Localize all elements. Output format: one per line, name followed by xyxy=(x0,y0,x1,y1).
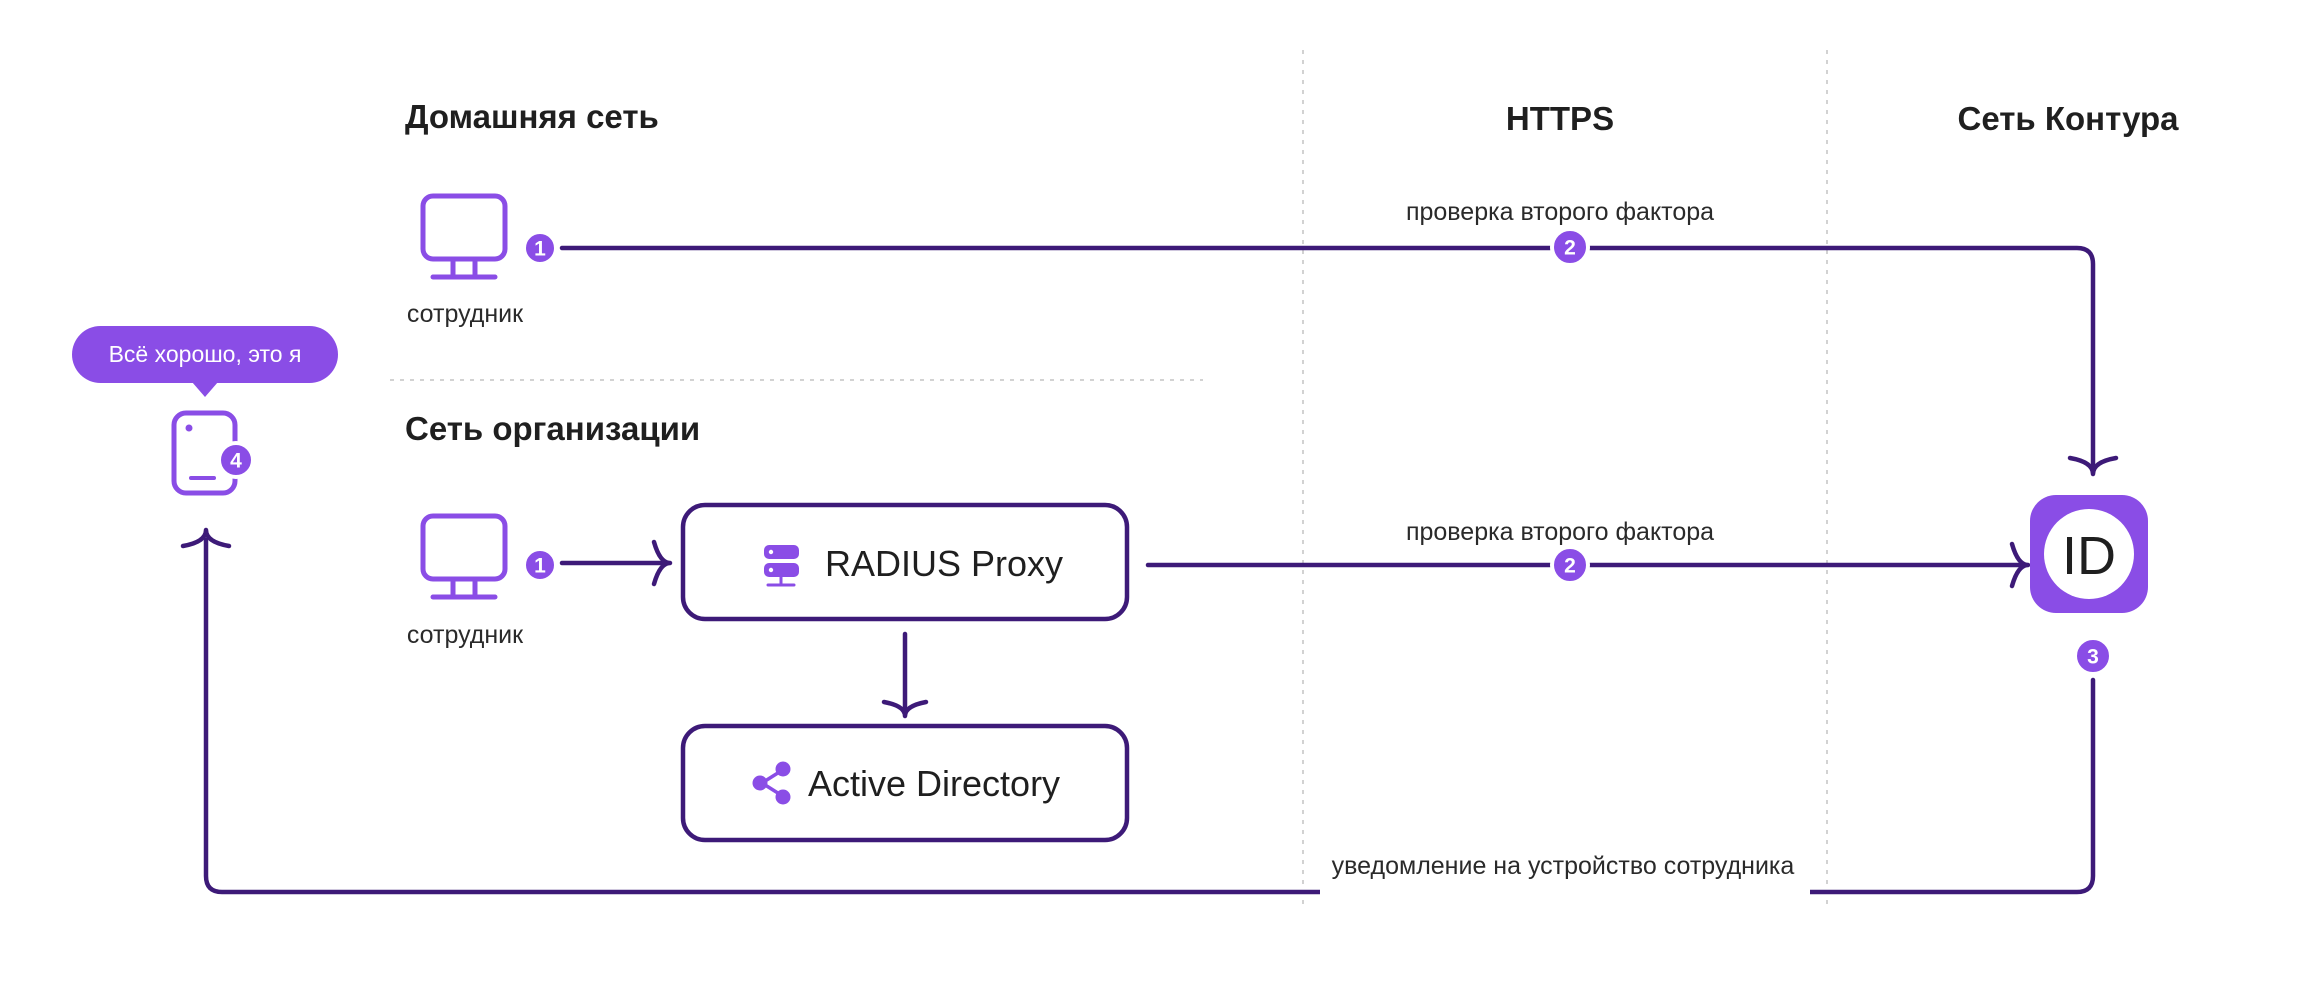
confirmation-bubble-text: Всё хорошо, это я xyxy=(109,341,302,367)
arrowhead-up-device xyxy=(180,527,232,549)
svg-text:2: 2 xyxy=(1564,237,1576,260)
zone-title-org: Сеть организации xyxy=(405,410,700,447)
share-icon xyxy=(752,761,791,805)
edge-label-home-check: проверка второго фактора xyxy=(1406,198,1714,226)
zone-title-https: HTTPS xyxy=(1506,100,1614,137)
step-badge-home-1: 1 xyxy=(523,231,557,265)
step-badge-home-2: 2 xyxy=(1550,227,1590,267)
edge-label-notification: уведомление на устройство сотрудника xyxy=(1332,852,1795,880)
step-badge-device-4: 4 xyxy=(217,441,255,479)
active-directory-box xyxy=(680,723,1130,843)
svg-text:1: 1 xyxy=(534,238,546,261)
edge-label-org-check: проверка второго фактора xyxy=(1406,518,1714,546)
monitor-icon xyxy=(420,193,508,280)
arrowhead-right-kontur xyxy=(2009,541,2031,589)
edge-label-notification-backing xyxy=(1320,858,1810,898)
radius-proxy-box xyxy=(680,502,1130,622)
server-icon xyxy=(764,545,799,587)
arrowhead-down-kontur xyxy=(2067,455,2119,477)
flow-home-to-kontur xyxy=(559,245,2096,473)
zone-title-kontur: Сеть Контура xyxy=(1957,100,2179,137)
arrowhead-right-radius xyxy=(651,539,673,587)
flow-kontur-to-device xyxy=(203,537,2096,895)
confirmation-bubble: Всё хорошо, это я xyxy=(72,326,338,397)
svg-text:3: 3 xyxy=(2087,646,2099,669)
kontur-id-label: ID xyxy=(2062,526,2116,586)
step-badge-org-2: 2 xyxy=(1550,545,1590,585)
active-directory-label: Active Directory xyxy=(808,763,1060,804)
zone-title-home: Домашняя сеть xyxy=(405,98,659,135)
svg-text:1: 1 xyxy=(534,555,546,578)
svg-text:2: 2 xyxy=(1564,555,1576,578)
step-badge-kontur-3: 3 xyxy=(2073,636,2113,676)
employee-org-label: сотрудник xyxy=(407,621,524,649)
step-badge-org-1: 1 xyxy=(523,548,557,582)
svg-text:4: 4 xyxy=(230,450,242,473)
id-icon: ID xyxy=(2030,495,2148,613)
arrowhead-down-ad xyxy=(881,699,929,719)
radius-proxy-label: RADIUS Proxy xyxy=(825,543,1063,584)
monitor-icon xyxy=(420,513,508,600)
employee-home-label: сотрудник xyxy=(407,300,524,328)
